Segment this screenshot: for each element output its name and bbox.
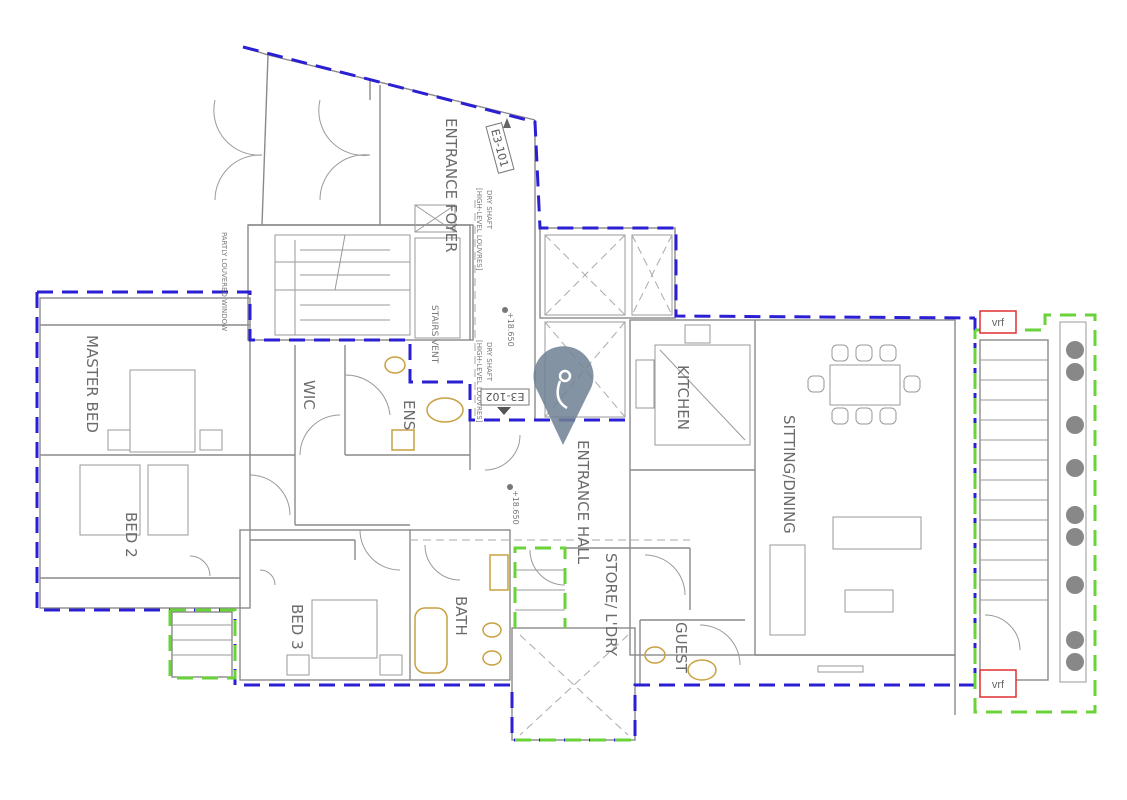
elevation-tag-e3-102: E3-102 — [480, 388, 530, 406]
planter-shrubs — [1066, 341, 1084, 671]
green-boundary — [168, 313, 1097, 742]
note-dry-shaft-1: DRY SHAFT — [485, 190, 493, 230]
note-dry-shaft-1-sub: [HIGH-LEVEL LOUVRES] — [475, 188, 483, 271]
elevation-tag-e3-101: E3-101 — [485, 122, 515, 174]
vrf-label-top: vrf — [992, 317, 1005, 329]
room-label-guest: GUEST — [672, 622, 690, 674]
level-text-1: +18.650 — [506, 312, 515, 347]
room-label-entrance-hall: ENTRANCE HALL — [574, 440, 592, 565]
vrf-label-bottom: vrf — [992, 679, 1005, 691]
room-label-bath: BATH — [452, 596, 470, 636]
note-dry-shaft-2-sub: [HIGH-LEVEL LOUVRES] — [475, 340, 483, 423]
room-label-ens: ENS — [400, 400, 418, 430]
doors — [189, 99, 1021, 666]
room-label-master-bed: MASTER BED — [83, 335, 101, 433]
room-label-wic: WIC — [300, 380, 318, 410]
level-text-2: +18.650 — [511, 490, 520, 525]
elevation-arrow-icon — [503, 118, 511, 128]
room-label-kitchen: KITCHEN — [674, 365, 692, 430]
room-label-sitting-dining: SITTING/DINING — [780, 415, 798, 534]
level-marker-1: +18.650 — [502, 307, 515, 347]
location-pin-icon[interactable] — [533, 346, 594, 445]
level-marker-2: +18.650 — [507, 484, 520, 525]
vrf-unit-bottom — [979, 669, 1017, 698]
room-label-bed3: BED 3 — [288, 604, 306, 650]
elevation-arrow-icon — [497, 407, 511, 415]
elevation-tag-text-2: E3-102 — [486, 390, 525, 403]
note-dry-shaft-2: DRY SHAFT — [485, 342, 493, 382]
sanitary-fixtures — [384, 356, 717, 681]
note-stairs-vent: STAIRS VENT — [429, 305, 439, 364]
note-partly-louvered-window: PARTLY LOUVERED WINDOW — [220, 232, 228, 331]
vrf-unit-top — [979, 310, 1017, 334]
room-label-bed2: BED 2 — [122, 512, 140, 558]
room-label-entrance-foyer: ENTRANCE FOYER — [442, 118, 460, 253]
room-label-store-ldry: STORE/ L'DRY — [602, 553, 620, 657]
